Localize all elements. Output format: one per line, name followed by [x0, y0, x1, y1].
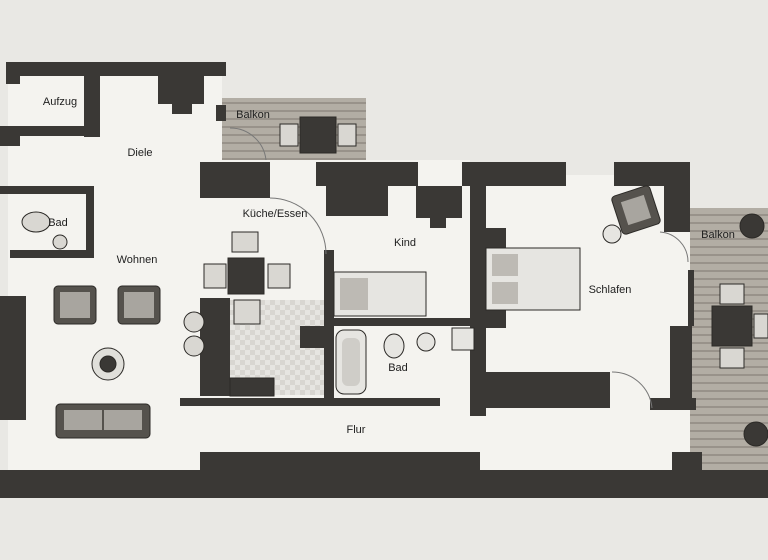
label-schlafen: Schlafen: [588, 284, 632, 296]
label-bad-center: Bad: [388, 362, 408, 374]
furniture: [21, 116, 768, 447]
walls: [0, 62, 768, 498]
label-kind: Kind: [393, 237, 417, 249]
label-balkon-top: Balkon: [236, 109, 270, 121]
label-aufzug: Aufzug: [42, 96, 78, 108]
label-flur: Flur: [346, 424, 366, 436]
label-diele: Diele: [127, 147, 153, 159]
label-balkon-right: Balkon: [701, 229, 735, 241]
label-wohnen: Wohnen: [116, 254, 158, 266]
label-bad-left: Bad: [48, 217, 68, 229]
label-kueche-essen: Küche/Essen: [242, 208, 308, 220]
door-swings: [229, 127, 689, 409]
